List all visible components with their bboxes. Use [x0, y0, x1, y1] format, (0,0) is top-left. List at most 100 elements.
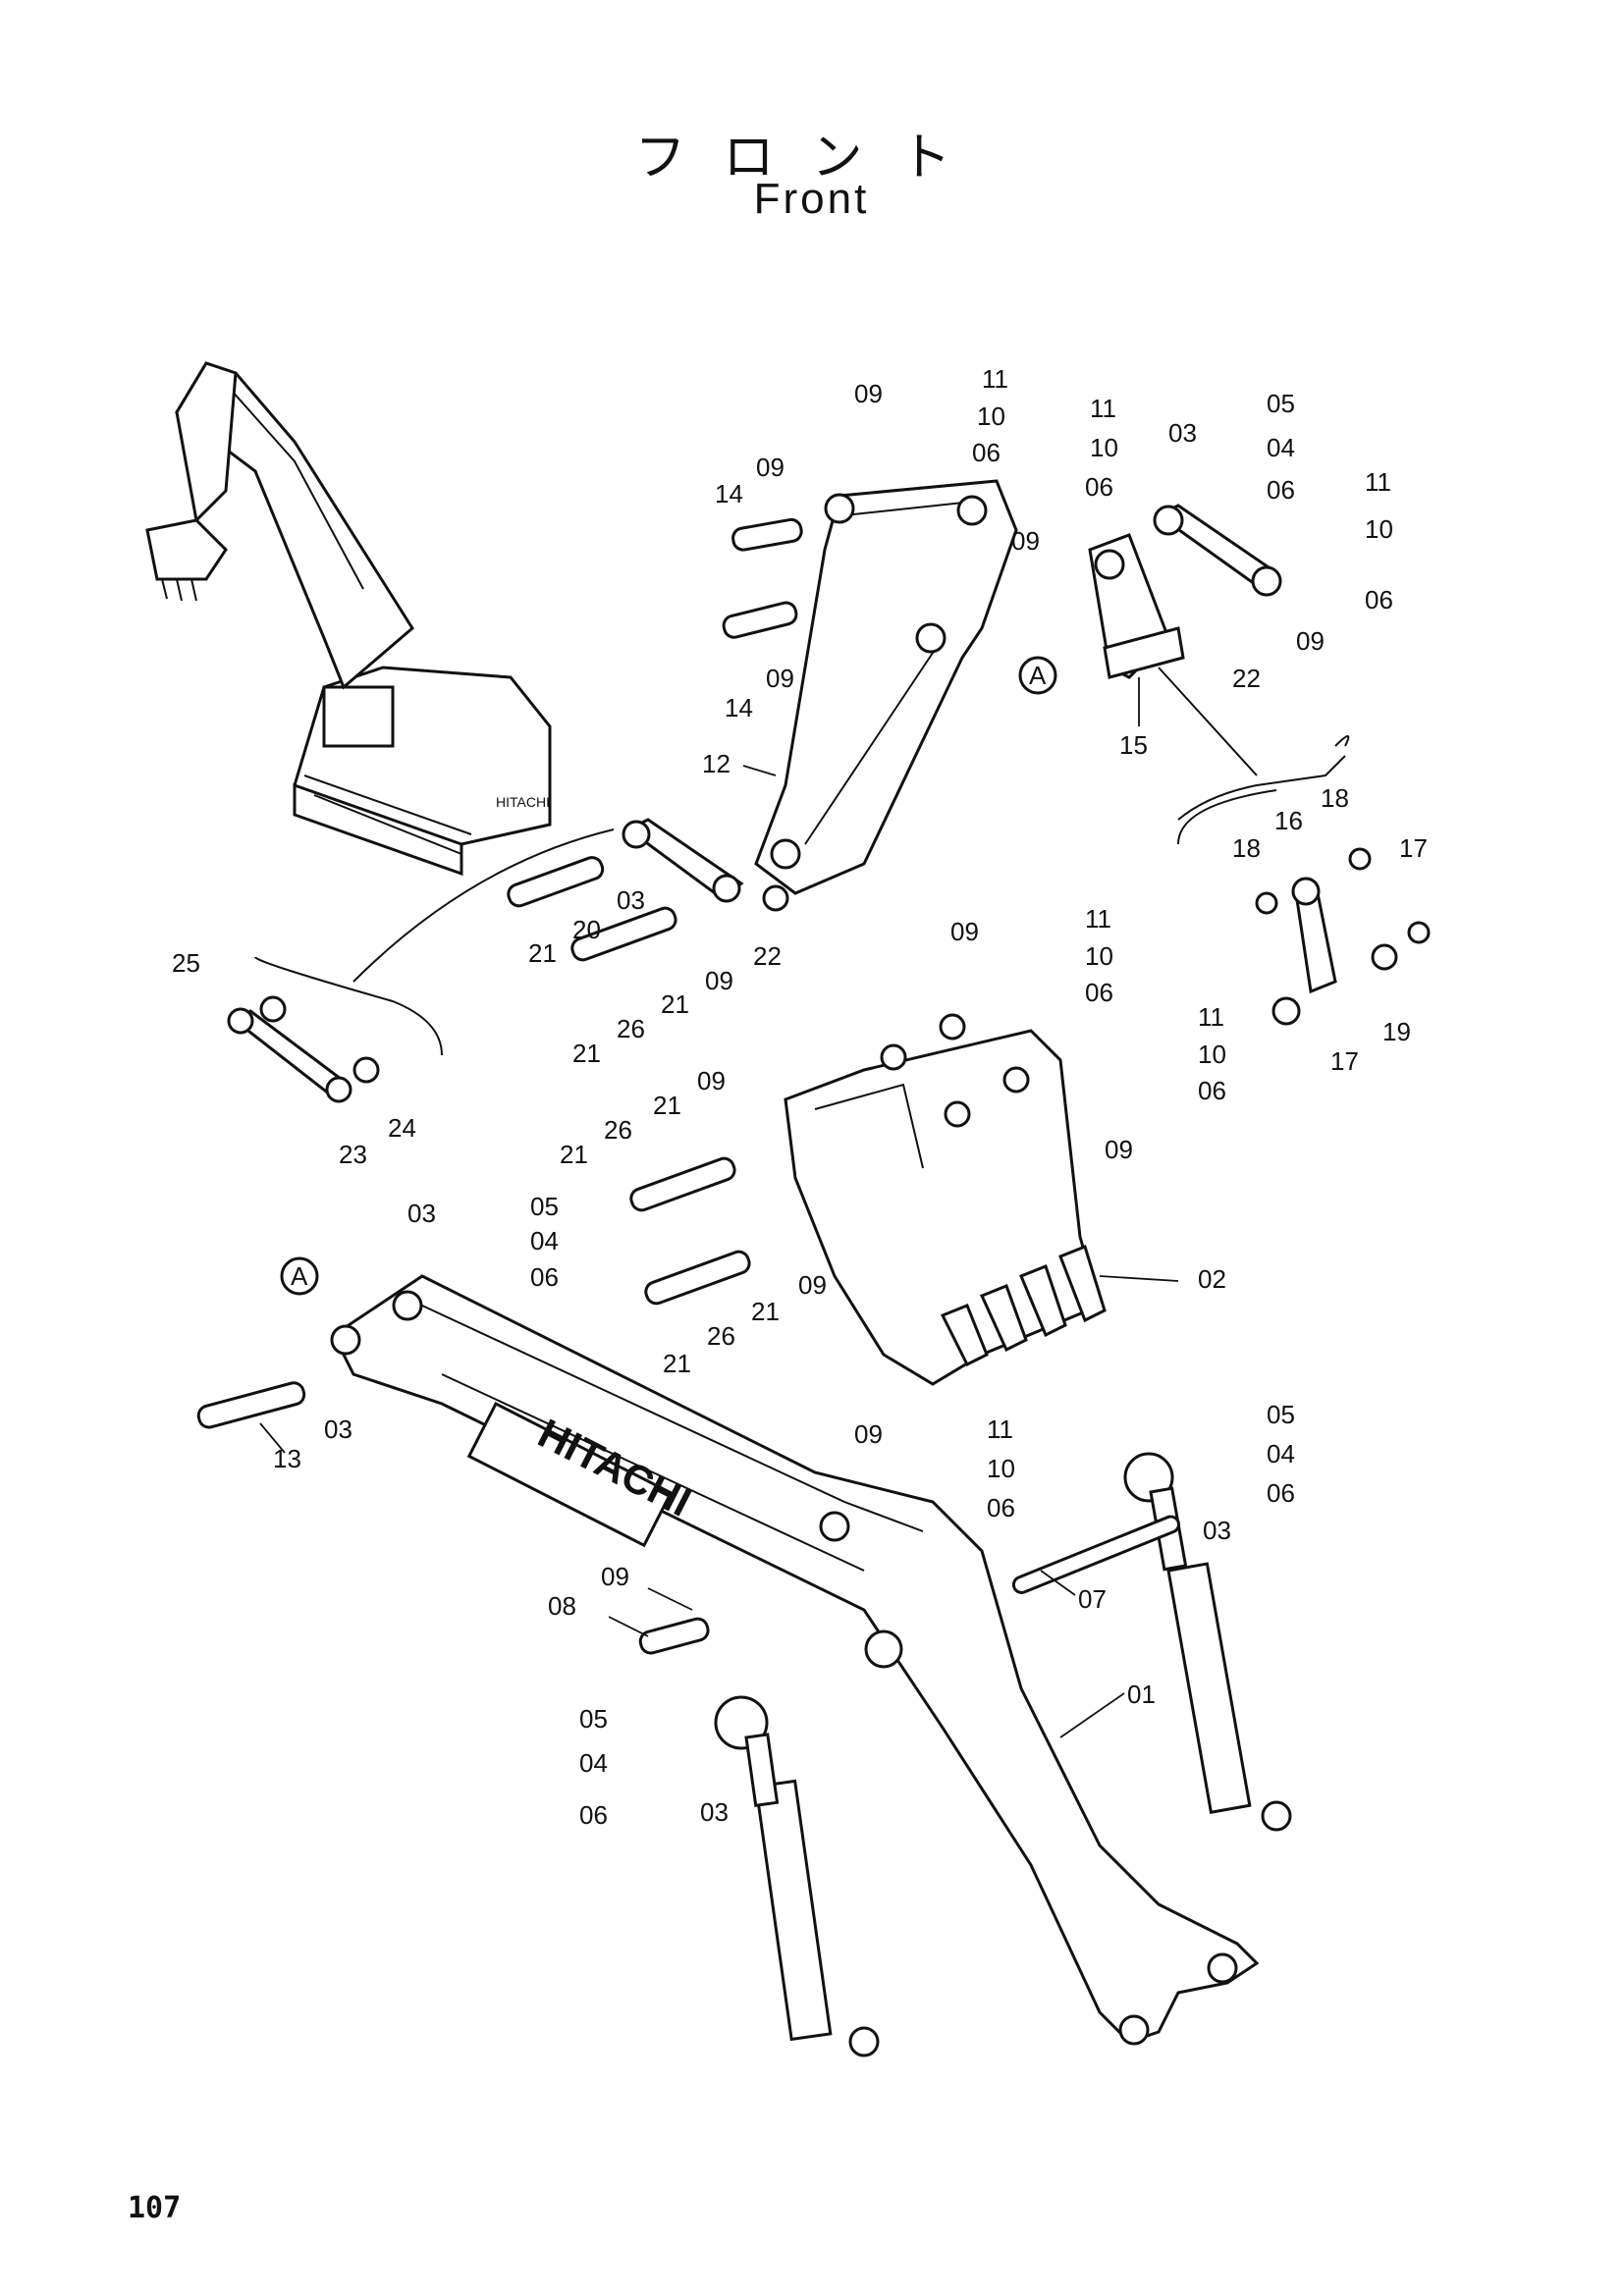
- callout-21: 21: [663, 1349, 691, 1378]
- callout-21: 21: [751, 1297, 780, 1326]
- callout-18: 18: [1232, 833, 1261, 863]
- callout-07: 07: [1078, 1584, 1107, 1614]
- callout-09: 09: [697, 1066, 726, 1095]
- callout-10: 10: [1365, 514, 1393, 544]
- callout-18: 18: [1321, 783, 1349, 813]
- callout-26: 26: [604, 1115, 632, 1145]
- boom-cylinder-right: [1123, 1452, 1292, 1832]
- callout-05: 05: [1267, 1400, 1295, 1429]
- callout-12: 12: [702, 749, 730, 778]
- callout-11: 11: [1090, 394, 1116, 423]
- callout-09: 09: [798, 1270, 827, 1300]
- callout-21: 21: [528, 938, 557, 968]
- callout-02: 02: [1198, 1264, 1226, 1294]
- callout-10: 10: [1085, 941, 1113, 971]
- callout-09: 09: [1105, 1135, 1133, 1164]
- title-english: Front: [753, 175, 870, 223]
- bucket-part: [784, 1013, 1107, 1386]
- callout-22: 22: [1232, 664, 1261, 693]
- overview-brand-label: HITACHI: [496, 794, 550, 810]
- callout-09: 09: [854, 1419, 883, 1449]
- callout-09: 09: [950, 917, 979, 946]
- arm-part: [754, 479, 1018, 912]
- callout-10: 10: [1198, 1040, 1226, 1069]
- callout-13: 13: [273, 1444, 301, 1473]
- callout-19: 19: [1382, 1017, 1411, 1046]
- callout-21: 21: [572, 1039, 601, 1068]
- callout-06: 06: [1085, 472, 1113, 502]
- callout-09: 09: [705, 966, 733, 995]
- excavator-overview-illustration: HITACHI: [145, 361, 552, 877]
- callout-03: 03: [1168, 418, 1197, 448]
- callout-09: 09: [854, 379, 883, 408]
- callout-09: 09: [601, 1562, 629, 1591]
- callout-14: 14: [725, 693, 753, 722]
- callout-10: 10: [987, 1454, 1015, 1483]
- callout-24: 24: [388, 1113, 416, 1143]
- link-22-upper-part: [1153, 504, 1282, 597]
- title-japanese: フロント: [634, 129, 989, 187]
- connector-arcs: [254, 667, 1350, 1056]
- callout-06: 06: [530, 1262, 559, 1292]
- boom-cylinder-left: [714, 1695, 880, 2057]
- callout-11: 11: [1365, 467, 1391, 497]
- callout-09: 09: [766, 664, 794, 693]
- callout-08: 08: [548, 1591, 576, 1621]
- callout-03: 03: [407, 1199, 436, 1228]
- page-number: 107: [128, 2191, 182, 2225]
- callout-17: 17: [1330, 1046, 1359, 1076]
- pins-and-links: [196, 517, 1431, 1655]
- callout-06: 06: [1365, 585, 1393, 614]
- callout-06: 06: [1198, 1076, 1226, 1105]
- callout-05: 05: [579, 1704, 608, 1734]
- callout-06: 06: [1267, 475, 1295, 505]
- callout-23: 23: [339, 1140, 367, 1169]
- callout-05: 05: [1267, 389, 1295, 418]
- leader-lines: [259, 677, 1179, 1738]
- callout-09: 09: [1296, 626, 1325, 656]
- callout-10: 10: [1090, 433, 1118, 462]
- callout-21: 21: [560, 1140, 588, 1169]
- callout-21: 21: [653, 1091, 681, 1120]
- callout-15: 15: [1119, 730, 1148, 760]
- callout-26: 26: [617, 1014, 645, 1043]
- ref-marker-a-boom-label: A: [291, 1261, 308, 1291]
- callout-06: 06: [1267, 1478, 1295, 1508]
- callout-22: 22: [753, 941, 782, 971]
- callout-03: 03: [700, 1797, 729, 1827]
- callout-11: 11: [1085, 904, 1111, 934]
- callout-09: 09: [1011, 526, 1040, 556]
- callout-26: 26: [707, 1321, 735, 1351]
- callout-25: 25: [172, 948, 200, 978]
- callout-04: 04: [1267, 1439, 1295, 1468]
- ref-marker-a-top: [1018, 656, 1057, 695]
- callout-06: 06: [972, 438, 1001, 467]
- callout-11: 11: [982, 364, 1008, 394]
- callout-20: 20: [572, 915, 601, 944]
- callout-03: 03: [617, 885, 645, 915]
- callout-01: 01: [1127, 1680, 1156, 1709]
- callout-04: 04: [1267, 433, 1295, 462]
- callout-04: 04: [579, 1748, 608, 1778]
- callout-14: 14: [715, 479, 743, 508]
- callout-11: 11: [987, 1415, 1013, 1444]
- callout-16: 16: [1274, 806, 1303, 835]
- callout-06: 06: [987, 1493, 1015, 1522]
- callout-17: 17: [1399, 833, 1428, 863]
- callout-10: 10: [977, 401, 1005, 431]
- callout-09: 09: [756, 453, 784, 482]
- ref-marker-a-top-label: A: [1029, 661, 1047, 690]
- callout-03: 03: [324, 1415, 352, 1444]
- callout-11: 11: [1198, 1002, 1224, 1032]
- callout-04: 04: [530, 1226, 559, 1255]
- callout-labels: 11 10 09 06 11 10 06 09 05 04 03 06 11 1…: [172, 364, 1428, 1830]
- link-15-part: [1088, 533, 1185, 679]
- callout-05: 05: [530, 1192, 559, 1221]
- callout-06: 06: [1085, 978, 1113, 1007]
- callout-03: 03: [1203, 1516, 1231, 1545]
- callout-06: 06: [579, 1800, 608, 1830]
- ref-marker-a-boom: [280, 1256, 319, 1296]
- callout-21: 21: [661, 989, 689, 1019]
